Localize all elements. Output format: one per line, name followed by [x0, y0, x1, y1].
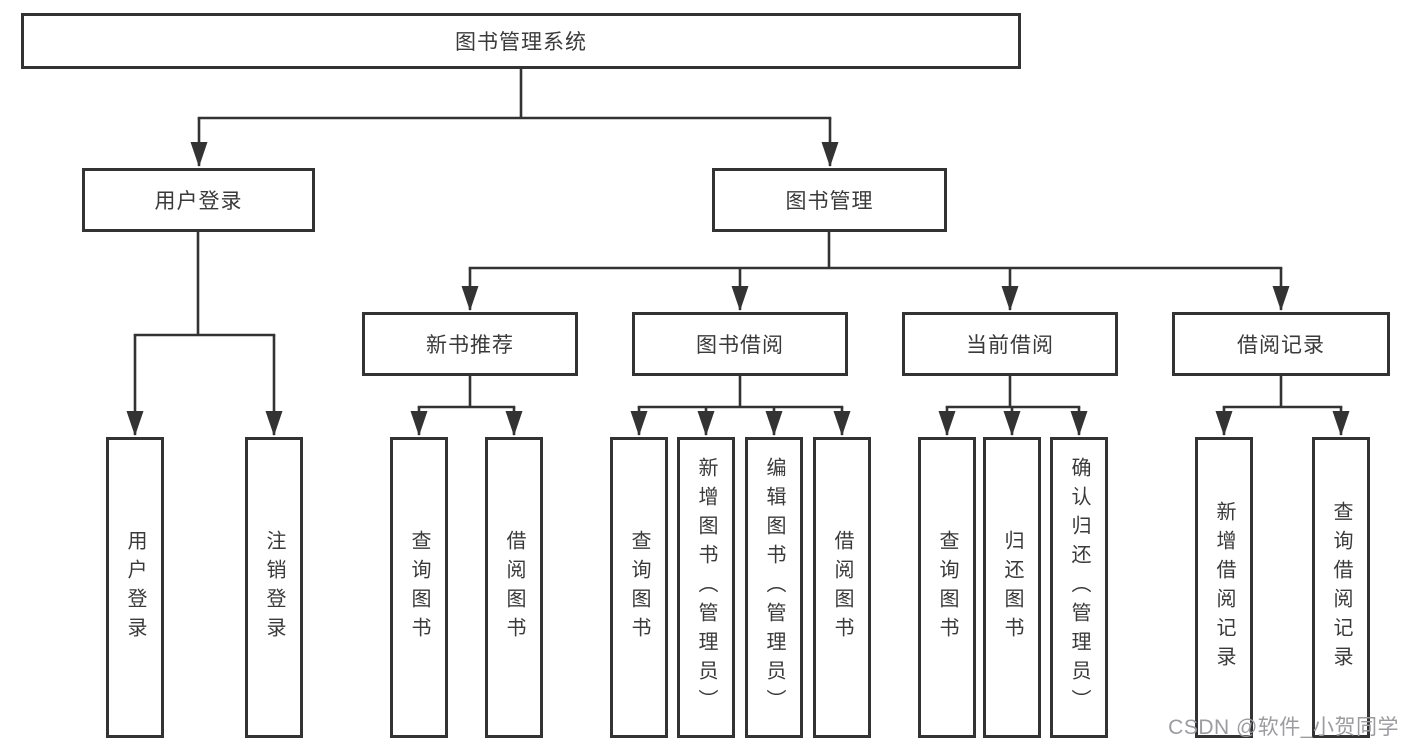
- leaf-label: 归还图书: [1001, 529, 1023, 646]
- leaf-query-books-recommend: 查询图书: [390, 437, 448, 738]
- csdn-watermark: CSDN @软件_小贺同学: [1168, 716, 1399, 739]
- leaf-label: 新增图书（管理员）: [695, 457, 717, 718]
- connector-book-management-children: [461, 232, 1290, 311]
- leaf-edit-books-admin: 编辑图书（管理员）: [745, 437, 803, 738]
- node-book-management: 图书管理: [712, 168, 947, 232]
- leaf-label: 确认归还（管理员）: [1068, 457, 1090, 718]
- leaf-query-books-borrow: 查询图书: [610, 437, 668, 738]
- leaf-label: 注销登录: [263, 529, 285, 646]
- leaf-add-books-admin: 新增图书（管理员）: [677, 437, 735, 738]
- connector-book-borrow-children: [630, 376, 851, 436]
- leaf-return-books: 归还图书: [983, 437, 1041, 738]
- node-current-borrow: 当前借阅: [902, 312, 1118, 376]
- node-book-borrow: 图书借阅: [632, 312, 848, 376]
- leaf-label: 查询图书: [936, 529, 958, 646]
- node-root-system: 图书管理系统: [21, 13, 1021, 69]
- connector-root-to-branches: [190, 69, 839, 167]
- leaf-label: 查询图书: [628, 529, 650, 646]
- leaf-label: 查询图书: [408, 529, 430, 646]
- leaf-add-borrow-record: 新增借阅记录: [1195, 437, 1253, 738]
- leaf-label: 编辑图书（管理员）: [763, 457, 785, 718]
- node-borrow-records: 借阅记录: [1172, 312, 1390, 376]
- leaf-confirm-return-admin: 确认归还（管理员）: [1050, 437, 1108, 738]
- leaf-label: 用户登录: [124, 529, 146, 646]
- node-user-login: 用户登录: [82, 168, 315, 232]
- connector-new-book-children: [410, 376, 523, 436]
- leaf-user-login: 用户登录: [106, 437, 164, 738]
- leaf-label: 查询借阅记录: [1330, 500, 1352, 675]
- leaf-logout: 注销登录: [245, 437, 303, 738]
- connector-user-login-children: [126, 232, 283, 436]
- leaf-label: 借阅图书: [503, 529, 525, 646]
- connector-current-borrow-children: [938, 376, 1088, 436]
- connector-borrow-records-children: [1215, 376, 1350, 436]
- leaf-query-borrow-record: 查询借阅记录: [1312, 437, 1370, 738]
- leaf-query-books-current: 查询图书: [918, 437, 976, 738]
- leaf-label: 新增借阅记录: [1213, 500, 1235, 675]
- leaf-borrow-books-recommend: 借阅图书: [485, 437, 543, 738]
- leaf-borrow-books: 借阅图书: [813, 437, 871, 738]
- node-new-book-recommend: 新书推荐: [362, 312, 578, 376]
- leaf-label: 借阅图书: [831, 529, 853, 646]
